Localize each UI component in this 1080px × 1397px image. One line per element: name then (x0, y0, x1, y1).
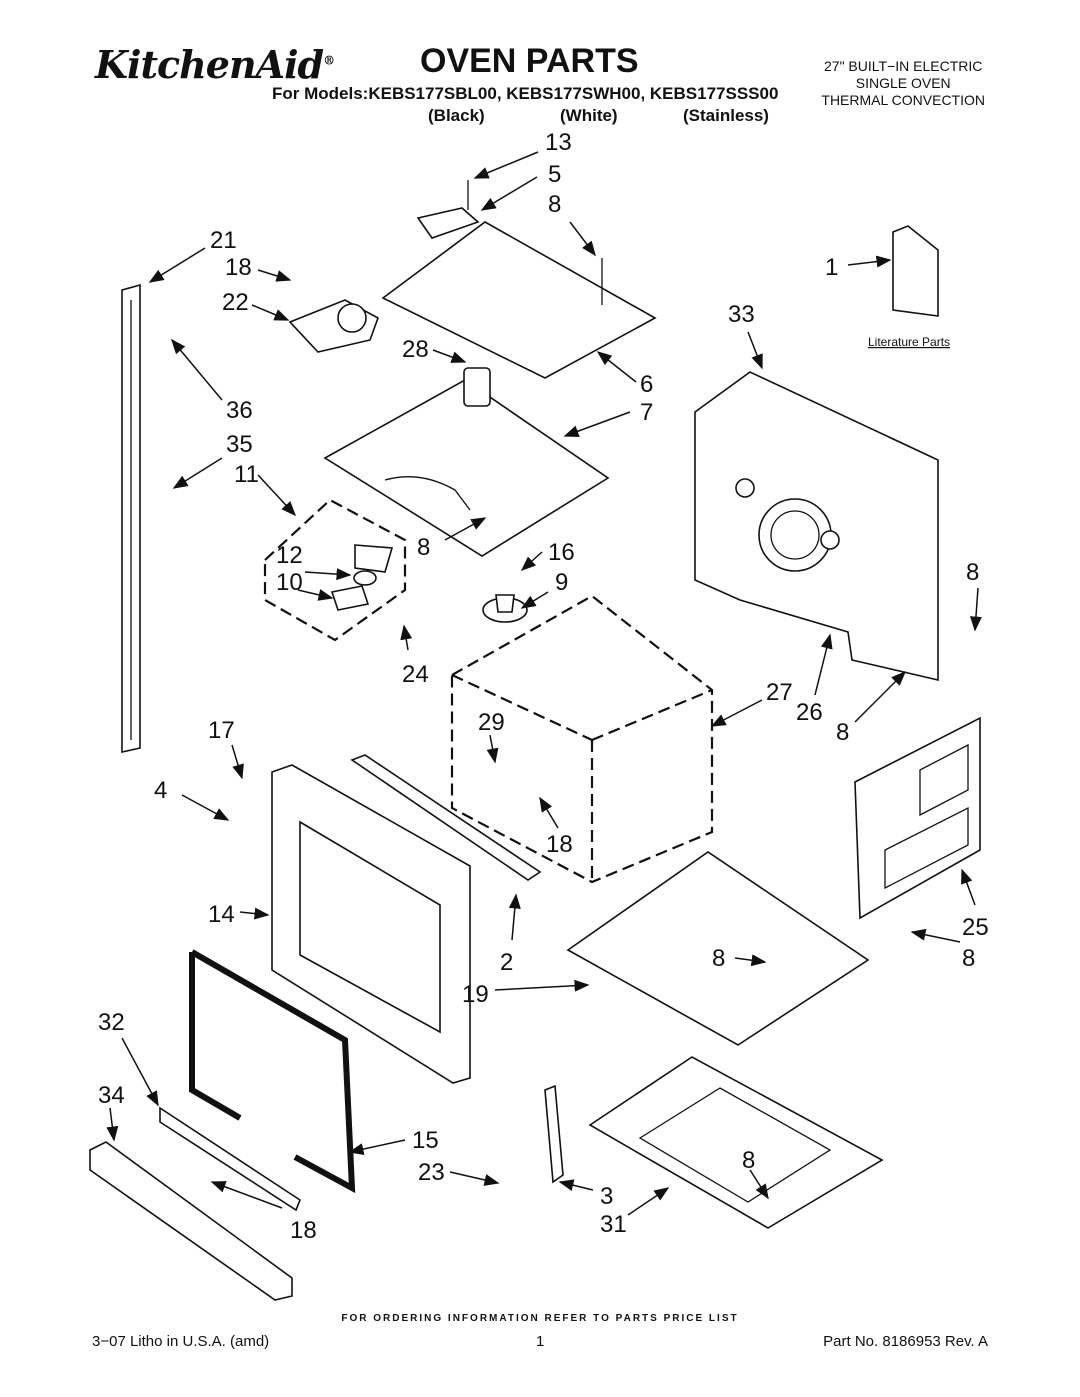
description-line: 27" BUILT−IN ELECTRIC (824, 58, 983, 74)
side-panel (854, 716, 981, 920)
part-number: 2 (500, 949, 513, 976)
leader-lines (106, 151, 982, 1216)
part-number: 29 (478, 709, 505, 736)
bracket-assembly (288, 299, 379, 353)
oven-tray (323, 367, 610, 557)
light-assembly (263, 498, 407, 642)
part-number: 33 (728, 301, 755, 328)
part-number: 15 (412, 1127, 439, 1154)
top-plate (381, 180, 657, 379)
part-number: 35 (226, 431, 253, 458)
part-number: 10 (276, 569, 303, 596)
part-number: 34 (98, 1082, 125, 1109)
part-number: 8 (836, 719, 849, 746)
literature-label: Literature Parts (868, 335, 950, 349)
vent-strip (89, 1106, 301, 1301)
part-number: 1 (825, 254, 838, 281)
litho-info: 3−07 Litho in U.S.A. (amd) (92, 1333, 270, 1350)
part-number: 19 (462, 981, 489, 1008)
part-number: 11 (234, 461, 259, 488)
part-number: 31 (600, 1211, 627, 1238)
part-number: 18 (290, 1217, 317, 1244)
part-number: 12 (276, 542, 303, 569)
page-title: OVEN PARTS (420, 42, 639, 80)
front-frame (271, 764, 471, 1084)
side-rail (121, 283, 141, 753)
part-number: 36 (226, 397, 253, 424)
door-gasket (189, 949, 356, 1194)
color-stainless: (Stainless) (683, 106, 769, 125)
color-black: (Black) (428, 106, 485, 125)
part-number: 13 (545, 129, 572, 156)
part-number: 6 (640, 371, 653, 398)
part-number: 9 (555, 569, 568, 596)
ordering-note: FOR ORDERING INFORMATION REFER TO PARTS … (341, 1313, 739, 1324)
part-number: 25 (962, 914, 989, 941)
part-number: 8 (712, 945, 725, 972)
part-number-revision: Part No. 8186953 Rev. A (823, 1333, 988, 1350)
part-number: 8 (417, 534, 430, 561)
oven-cavity (450, 594, 714, 884)
color-white: (White) (560, 106, 618, 125)
part-number: 8 (966, 559, 979, 586)
part-number: 7 (640, 399, 653, 426)
brand-logo: KitchenAid® (95, 42, 335, 87)
description-line: SINGLE OVEN (855, 75, 951, 91)
bottom-pan (588, 1056, 884, 1229)
side-trim (350, 754, 542, 881)
part-number: 8 (548, 191, 561, 218)
part-number: 18 (225, 254, 252, 281)
part-callouts: 13 5 8 21 18 22 1 33 28 6 7 36 35 11 8 1… (98, 129, 989, 1244)
part-number: 28 (402, 336, 429, 363)
part-number: 5 (548, 161, 561, 188)
literature-booklet: Literature Parts (868, 225, 950, 349)
models-line: For Models:KEBS177SBL00, KEBS177SWH00, K… (272, 84, 779, 103)
mounting-bracket (544, 1084, 564, 1184)
part-number: 16 (548, 539, 575, 566)
part-number: 32 (98, 1009, 125, 1036)
part-number: 17 (208, 717, 235, 744)
part-number: 8 (742, 1147, 755, 1174)
part-number: 8 (962, 945, 975, 972)
part-number: 27 (766, 679, 793, 706)
description-line: THERMAL CONVECTION (821, 92, 985, 108)
part-number: 18 (546, 831, 573, 858)
rear-panel (694, 371, 939, 682)
bottom-plate (566, 851, 870, 1046)
part-number: 14 (208, 901, 235, 928)
part-number: 4 (154, 777, 167, 804)
part-number: 24 (402, 661, 429, 688)
part-number: 3 (600, 1183, 613, 1210)
appliance-description: 27" BUILT−IN ELECTRIC SINGLE OVEN THERMA… (821, 58, 985, 109)
part-number: 21 (210, 227, 237, 254)
part-number: 22 (222, 289, 249, 316)
page-number: 1 (536, 1333, 545, 1350)
part-number: 26 (796, 699, 823, 726)
part-number: 23 (418, 1159, 445, 1186)
